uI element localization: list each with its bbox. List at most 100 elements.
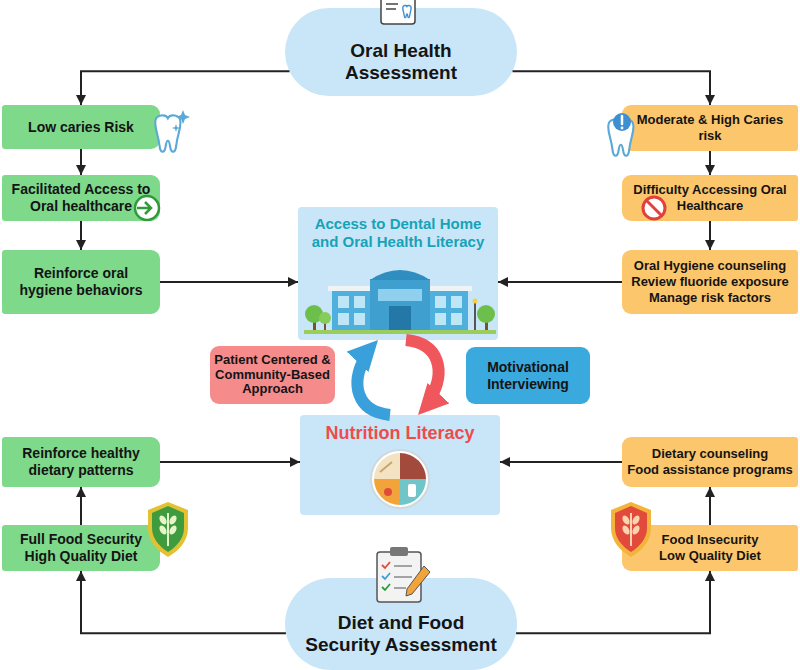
building-illustration bbox=[304, 270, 496, 334]
action-box: Reinforce oral hygiene behaviors bbox=[2, 250, 160, 314]
sparkle-symbol bbox=[172, 124, 180, 132]
list-line bbox=[394, 565, 412, 567]
document-icon bbox=[381, 0, 415, 24]
barrier-icon bbox=[643, 197, 665, 219]
barrier-slash bbox=[646, 200, 662, 216]
flow-arrow bbox=[81, 571, 286, 633]
access-box: Difficulty Accessing Oral Healthcare bbox=[622, 175, 798, 221]
building-window bbox=[451, 296, 462, 308]
flow-arrow bbox=[709, 221, 711, 250]
node-text: Access to Dental Home and Oral Health Li… bbox=[302, 215, 494, 251]
warning-mark bbox=[621, 116, 624, 124]
wheat-grain bbox=[631, 524, 641, 536]
action-box: Dietary counselingFood assistance progra… bbox=[622, 437, 798, 487]
building-glass bbox=[378, 289, 422, 301]
plate-dairy bbox=[400, 479, 426, 505]
plate-rim bbox=[371, 450, 429, 508]
risk-box: Moderate & High Caries risk bbox=[622, 105, 798, 151]
document-sheet bbox=[381, 0, 415, 24]
plate-protein bbox=[400, 453, 426, 479]
shield-body bbox=[152, 506, 184, 552]
pencil-symbol bbox=[406, 566, 430, 596]
building-window bbox=[354, 296, 365, 308]
building-window bbox=[338, 296, 349, 308]
approach-box: Motivational Interviewing bbox=[466, 347, 590, 404]
tooth-symbol bbox=[608, 119, 633, 155]
node-text: Diet and Food Security Assessment bbox=[301, 612, 501, 657]
building-window bbox=[451, 313, 462, 325]
hub-box: Access to Dental Home and Oral Health Li… bbox=[298, 207, 498, 340]
node-text: Facilitated Access to Oral healthcare bbox=[6, 181, 156, 215]
hub-box: Nutrition Literacy bbox=[300, 415, 500, 515]
flow-arrow bbox=[498, 281, 622, 283]
wheat-grain bbox=[631, 514, 641, 526]
shield-body bbox=[615, 506, 647, 552]
food-security-shield bbox=[148, 502, 188, 557]
risk-tooth-icon bbox=[608, 113, 633, 156]
tree-trunk bbox=[324, 322, 326, 330]
flow-arrow bbox=[80, 487, 82, 525]
cycle-arrow bbox=[357, 340, 390, 415]
document-line bbox=[386, 3, 398, 5]
grass-strip bbox=[304, 330, 496, 334]
wheat-grain bbox=[621, 524, 631, 536]
plate-grains bbox=[374, 453, 400, 479]
node-text: High Quality Diet bbox=[25, 548, 138, 565]
access-arrow bbox=[145, 202, 151, 214]
building-window bbox=[338, 313, 349, 325]
wheat-stem bbox=[630, 513, 632, 546]
assessment-pill: Oral Health Assessment bbox=[285, 8, 517, 96]
check-mark bbox=[382, 562, 390, 568]
node-text: Low caries Risk bbox=[28, 119, 134, 136]
access-arrow bbox=[137, 207, 151, 210]
node-text: Low Quality Diet bbox=[659, 548, 761, 564]
risk-box: Low caries Risk bbox=[2, 105, 160, 149]
flow-arrow bbox=[81, 71, 289, 105]
node-text: Patient Centered & Community-Based Appro… bbox=[214, 353, 331, 398]
wheat-grain bbox=[158, 524, 168, 536]
plate-detail bbox=[380, 462, 392, 472]
cycle-arrow bbox=[406, 340, 439, 415]
node-text: Full Food Security bbox=[20, 531, 142, 548]
building-center bbox=[370, 279, 430, 330]
building-window bbox=[435, 296, 446, 308]
node-text: Manage risk factors bbox=[649, 290, 771, 306]
healthy-tooth-icon bbox=[155, 110, 190, 152]
node-text: Oral Health Assessment bbox=[301, 40, 501, 85]
sparkle-symbol bbox=[176, 110, 190, 124]
node-text: Oral Hygiene counseling bbox=[634, 258, 786, 274]
list-line bbox=[394, 576, 412, 578]
lamp-light bbox=[473, 299, 478, 304]
tree-crown bbox=[305, 305, 323, 323]
tooth-symbol bbox=[403, 5, 411, 17]
plate-detail bbox=[384, 488, 392, 496]
building-dome bbox=[370, 270, 430, 280]
wheat-grain bbox=[621, 514, 631, 526]
check-mark bbox=[382, 584, 390, 590]
action-box: Oral Hygiene counselingReview fluoride e… bbox=[622, 250, 798, 314]
status-box: Full Food SecurityHigh Quality Diet bbox=[2, 525, 160, 571]
flow-arrow bbox=[80, 149, 82, 175]
assessment-pill: Diet and Food Security Assessment bbox=[285, 578, 517, 670]
flow-arrow bbox=[709, 151, 711, 175]
barrier-circle bbox=[643, 197, 665, 219]
node-text: Dietary counseling bbox=[652, 446, 768, 462]
access-icon bbox=[135, 196, 159, 220]
status-box: Food InsecurityLow Quality Diet bbox=[622, 525, 798, 571]
flow-arrow bbox=[709, 487, 711, 525]
node-text: Nutrition Literacy bbox=[325, 423, 474, 445]
list-line bbox=[394, 587, 406, 589]
food-plate-icon bbox=[371, 450, 429, 508]
flow-arrow bbox=[516, 571, 710, 633]
building-wing bbox=[332, 290, 468, 330]
node-text: Reinforce healthy dietary patterns bbox=[6, 445, 156, 479]
building-window bbox=[435, 313, 446, 325]
tree-crown bbox=[477, 305, 495, 323]
tree-crown bbox=[319, 312, 331, 324]
building-door bbox=[389, 306, 411, 330]
wheat-stem bbox=[167, 513, 169, 546]
tree-trunk bbox=[485, 320, 488, 330]
document-line bbox=[386, 8, 396, 10]
